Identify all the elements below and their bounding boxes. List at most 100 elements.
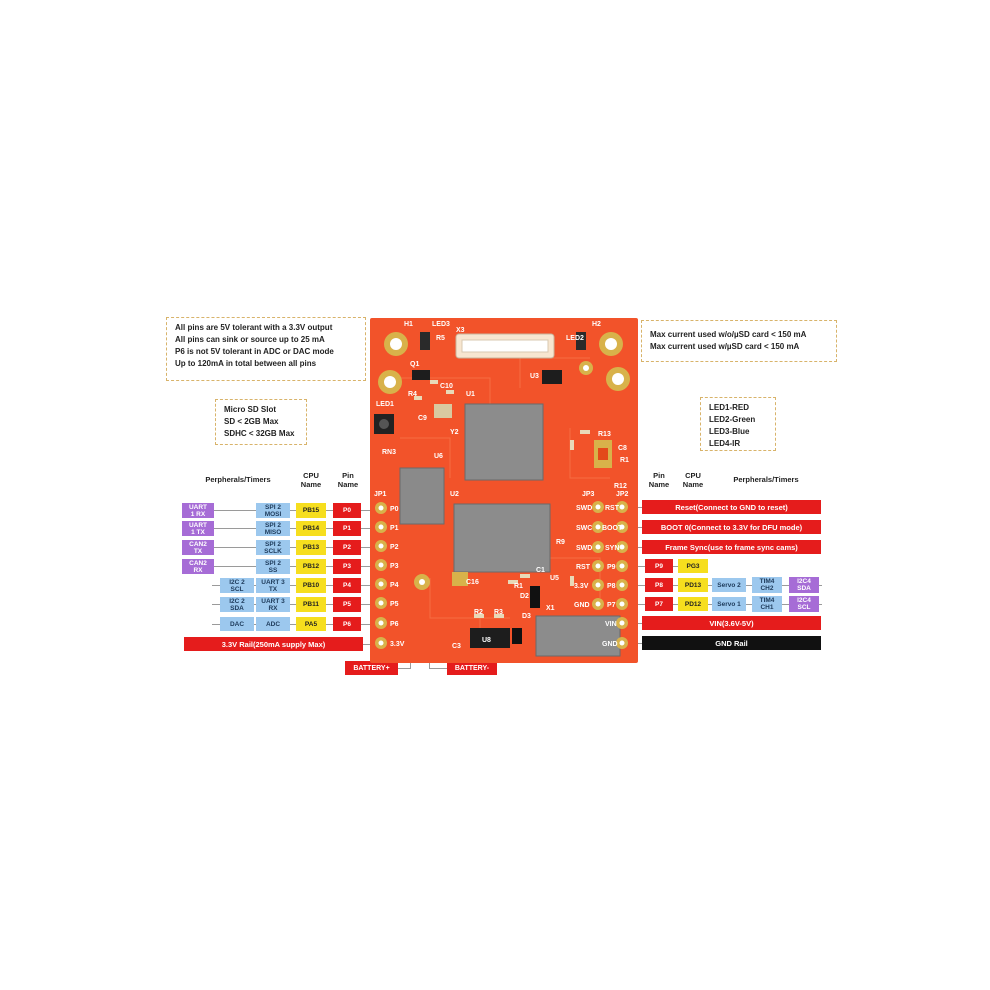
note-line: Max current used w/o/µSD card < 150 mA (650, 330, 807, 339)
silk-pin-label: P2 (390, 544, 399, 551)
left-row-connector (212, 624, 372, 625)
vin-label: VIN(3.6V-5V) (642, 616, 821, 630)
left-row-periph-b: UART 3 TX (256, 578, 290, 593)
note-line: LED3-Blue (709, 427, 750, 436)
silk-pin-label: P8 (607, 583, 616, 590)
right-row-i2c: I2C4 SCL (789, 596, 819, 612)
left-row-periph-b: UART 3 RX (256, 597, 290, 612)
right-header-pads (592, 501, 628, 649)
note-line: Up to 120mA in total between all pins (175, 359, 317, 368)
silk-label: JP3 (582, 491, 595, 498)
note-line: Micro SD Slot (224, 405, 277, 414)
right-row-timer: TIM4 CH2 (752, 577, 782, 593)
left-row-cpu: PB15 (296, 503, 326, 518)
left-row-pin: P5 (333, 597, 361, 612)
silk-pin-label: VIN (605, 621, 617, 628)
frame-sync-label: Frame Sync(use to frame sync cams) (642, 540, 821, 554)
silk-pin-label: GND (574, 602, 590, 609)
silk-pin-label: P0 (390, 506, 399, 513)
silk-pin-label: P6 (390, 621, 399, 628)
gnd-rail-label: GND Rail (642, 636, 821, 650)
header-left-cpu: CPU Name (300, 471, 322, 489)
right-row-pin: P7 (645, 597, 673, 611)
left-row-periph-b: SPI 2 SCLK (256, 540, 290, 555)
mounting-hole-icon (384, 332, 408, 356)
mounting-hole-icon (606, 367, 630, 391)
note-line: LED4-IR (709, 439, 741, 448)
silk-label: C16 (466, 579, 479, 586)
right-row-pin: P8 (645, 578, 673, 592)
mcu-chip (464, 403, 544, 481)
silk-label: H1 (404, 321, 413, 328)
left-row-cpu: PB14 (296, 521, 326, 536)
left-row-pin: P1 (333, 521, 361, 536)
left-row-pin: P2 (333, 540, 361, 555)
left-row-periph-a: I2C 2 SDA (220, 597, 254, 612)
left-row-periph-b: SPI 2 MOSI (256, 503, 290, 518)
battery-plus-label: BATTERY+ (345, 661, 398, 675)
left-row-pin: P0 (333, 503, 361, 518)
silk-label: RN3 (382, 449, 396, 456)
silk-label: R1 (620, 457, 629, 464)
silk-pin-label: P4 (390, 582, 399, 589)
left-row-connector (212, 585, 372, 586)
right-row-cpu: PG3 (678, 559, 708, 573)
left-row-connector (212, 604, 372, 605)
silk-label: R4 (408, 391, 417, 398)
silk-label: C8 (618, 445, 627, 452)
silk-pin-label: GND (602, 641, 618, 648)
note-line: P6 is not 5V tolerant in ADC or DAC mode (175, 347, 334, 356)
silk-label: R1 (514, 583, 523, 590)
note-microsd: Micro SD Slot SD < 2GB Max SDHC < 32GB M… (215, 399, 307, 445)
header-right-pin: Pin Name (648, 471, 670, 489)
left-header-pads (375, 502, 387, 649)
right-row-cpu: PD12 (678, 597, 708, 611)
mounting-hole-icon (599, 332, 623, 356)
left-row-connector (212, 547, 372, 548)
silk-pin-label: P9 (607, 564, 616, 571)
left-row-periph-a: UART 1 RX (182, 503, 214, 518)
note-line: All pins can sink or source up to 25 mA (175, 335, 325, 344)
rail-33-connector (362, 644, 374, 645)
silk-label: R2 (474, 609, 483, 616)
right-row-i2c: I2C4 SDA (789, 577, 819, 593)
right-row-cpu: PD13 (678, 578, 708, 592)
silk-pin-label: P5 (390, 601, 399, 608)
silk-label: X1 (546, 605, 555, 612)
silk-label: H2 (592, 321, 601, 328)
crystal-icon (434, 404, 452, 418)
header-left-peripherals: Perpherals/Timers (205, 475, 271, 484)
silk-label: R5 (436, 335, 445, 342)
pcb-board: H1 LED3 X3 H2 R5 Q1 R4 C10 U3 LED2 LED1 … (370, 318, 638, 663)
left-row-connector (212, 510, 372, 511)
silk-pin-label: SYN (605, 545, 619, 552)
silk-label: Y2 (450, 429, 459, 436)
left-row-periph-a: CAN2 RX (182, 559, 214, 574)
right-row-pin: P9 (645, 559, 673, 573)
note-line: SD < 2GB Max (224, 417, 279, 426)
silk-pin-label: 3.3V (390, 641, 405, 648)
silk-label: C1 (536, 567, 545, 574)
silk-label: U8 (482, 637, 491, 644)
left-row-cpu: PB11 (296, 597, 326, 612)
silk-label: R9 (556, 539, 565, 546)
note-line: LED2-Green (709, 415, 756, 424)
right-row-servo: Servo 1 (712, 597, 746, 611)
silk-pin-label: P7 (607, 602, 616, 609)
left-row-cpu: PB13 (296, 540, 326, 555)
silk-label: JP1 (374, 491, 387, 498)
silk-label: D2 (520, 593, 529, 600)
silk-label: R13 (598, 431, 611, 438)
led-icon (420, 332, 430, 350)
battery-minus-lead (429, 668, 447, 669)
note-leds: LED1-RED LED2-Green LED3-Blue LED4-IR (700, 397, 776, 451)
silk-label: U6 (434, 453, 443, 460)
header-right-peripherals: Perpherals/Timers (733, 475, 799, 484)
silk-label: LED2 (566, 335, 584, 342)
boot0-label: BOOT 0(Connect to 3.3V for DFU mode) (642, 520, 821, 534)
silk-label: JP2 (616, 491, 629, 498)
silk-label: U3 (530, 373, 539, 380)
left-row-cpu: PA5 (296, 617, 326, 631)
note-line: LED1-RED (709, 403, 750, 412)
left-row-periph-a: I2C 2 SCL (220, 578, 254, 593)
